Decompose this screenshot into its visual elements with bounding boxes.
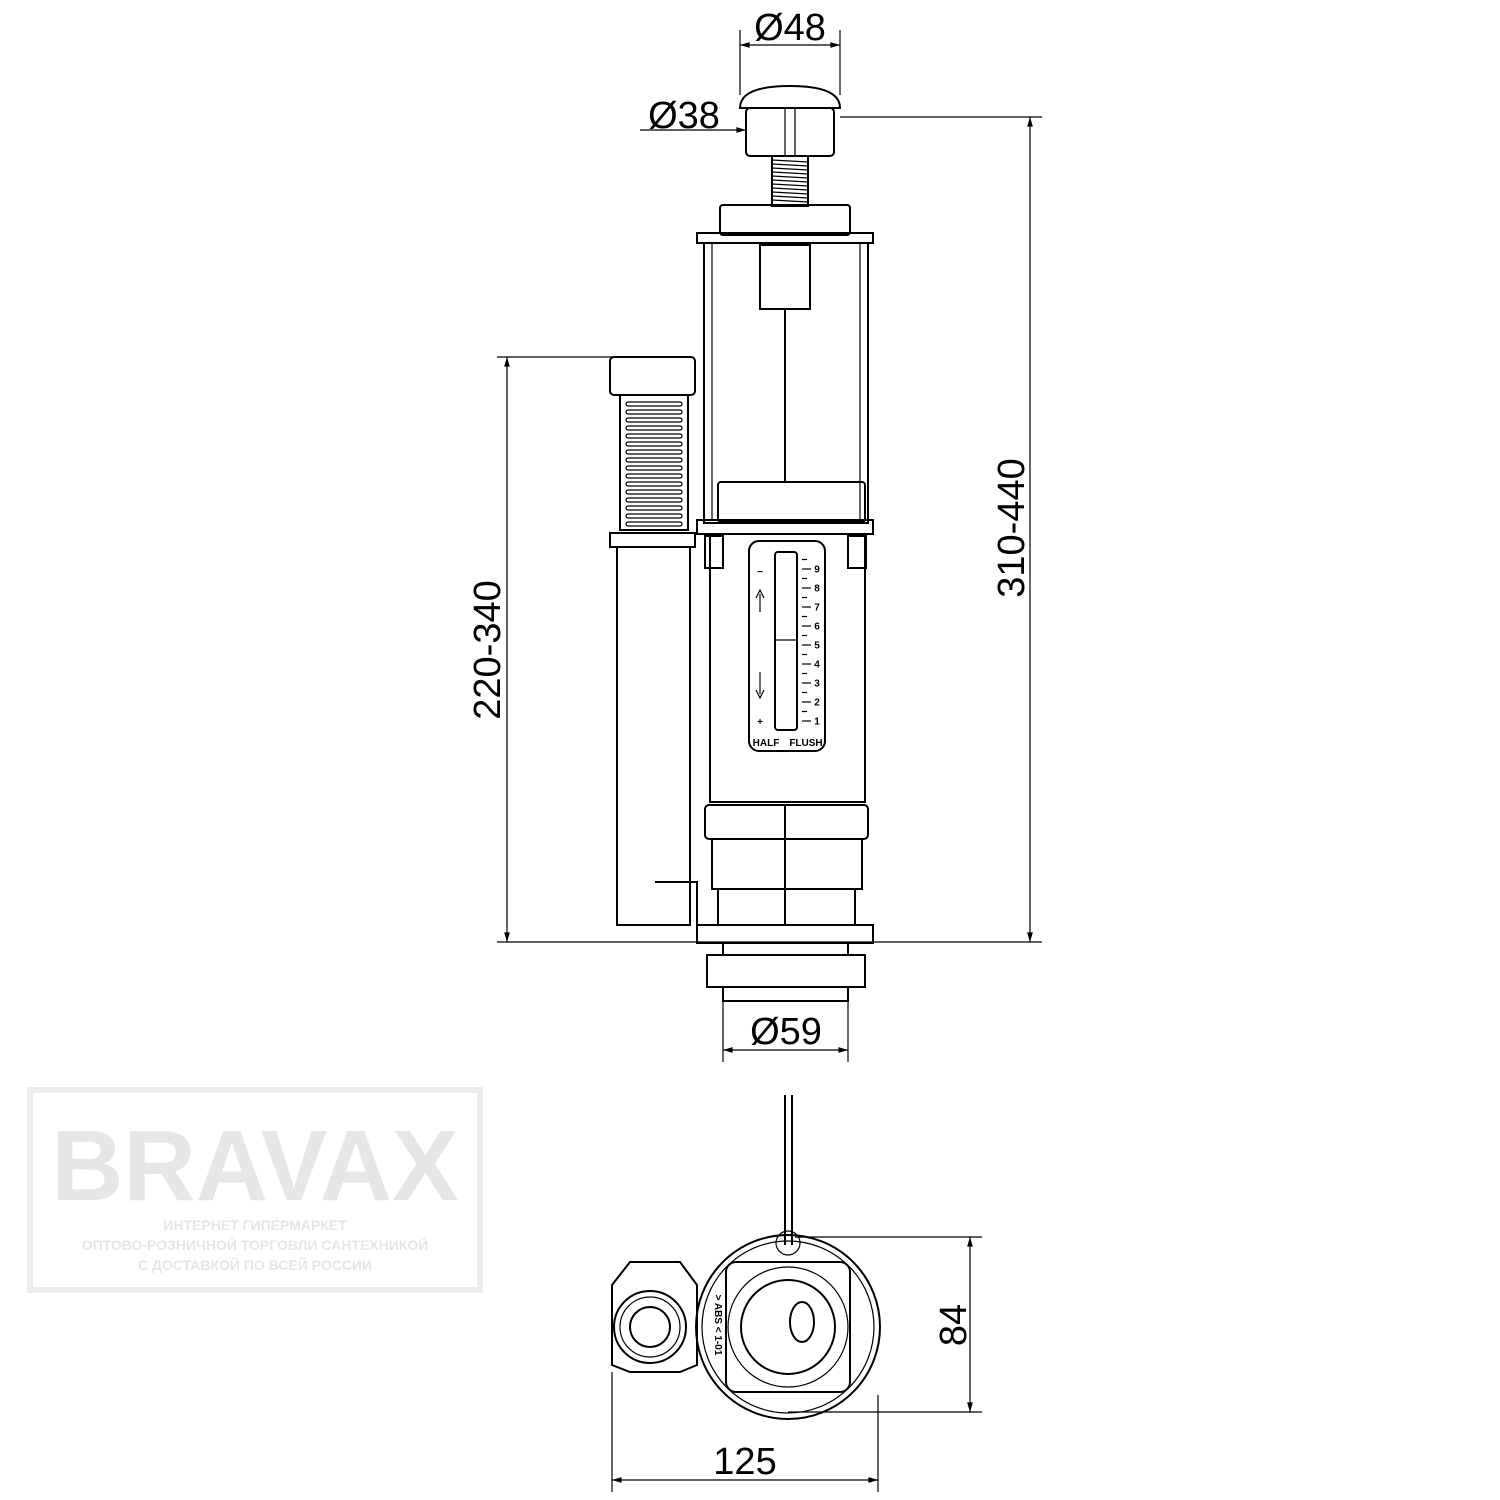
push-button — [738, 84, 842, 207]
dim-width: 125 — [713, 1441, 776, 1483]
scale-number: 3 — [814, 679, 820, 690]
flush-valve-front-view: − + 1 2 3 4 5 6 7 8 9 HALF FLUSH — [609, 84, 874, 1002]
scale-number: 8 — [814, 584, 820, 595]
scale-number: 6 — [814, 622, 820, 633]
thread-line — [771, 163, 809, 167]
spring-coil — [625, 497, 683, 503]
spring-coil — [625, 457, 683, 463]
spring-coil — [625, 425, 683, 431]
dim-button-inner: Ø38 — [648, 95, 720, 137]
half-label: HALF — [753, 738, 780, 749]
watermark-brand: BRAVAX — [51, 1110, 458, 1222]
thread-line — [771, 175, 809, 179]
scale-number: 9 — [814, 565, 820, 576]
flush-valve-bottom-view: > ABS < 1-01 — [611, 1095, 881, 1420]
spring-coil — [625, 465, 683, 471]
thread-line — [771, 195, 809, 199]
scale-number: 2 — [814, 698, 820, 709]
watermark: BRAVAX ИНТЕРНЕТ ГИПЕРМАРКЕТ ОПТОВО-РОЗНИ… — [27, 1087, 483, 1293]
dim-button-outer: Ø48 — [754, 7, 826, 49]
dimension-lines: Ø48 Ø38 310-440 220-340 Ø59 — [467, 7, 1042, 1062]
spring-coil — [625, 513, 683, 519]
scale-number: 7 — [814, 603, 820, 614]
scale-number: 5 — [814, 641, 820, 652]
dim-overflow-height: 220-340 — [467, 580, 509, 719]
thread-line — [771, 167, 809, 171]
scale-plus: + — [757, 717, 763, 728]
flush-scale: − + 1 2 3 4 5 6 7 8 9 HALF FLUSH — [748, 540, 826, 752]
scale-number: 4 — [814, 660, 820, 671]
spring-coil — [625, 481, 683, 487]
thread-line — [771, 171, 809, 175]
scale-minus: − — [757, 567, 763, 578]
spring-coil — [625, 441, 683, 447]
dim-outlet: Ø59 — [750, 1011, 822, 1053]
overflow-pipe — [609, 356, 698, 926]
spring-coil — [625, 489, 683, 495]
thread-line — [771, 187, 809, 191]
thread-line — [771, 199, 809, 203]
dim-depth: 84 — [933, 1304, 975, 1346]
watermark-line: ИНТЕРНЕТ ГИПЕРМАРКЕТ — [163, 1217, 347, 1233]
spring-coil — [625, 409, 683, 415]
watermark-line: ОПТОВО-РОЗНИЧНОЙ ТОРГОВЛИ САНТЕХНИКОЙ — [82, 1236, 429, 1253]
spring-coil — [625, 401, 683, 407]
material-marking: > ABS < 1-01 — [712, 1295, 723, 1356]
flush-label: FLUSH — [789, 738, 822, 749]
dim-total-height: 310-440 — [991, 458, 1033, 597]
spring-coil — [625, 449, 683, 455]
spring-coil — [625, 473, 683, 479]
watermark-line: С ДОСТАВКОЙ ПО ВСЕЙ РОССИИ — [138, 1256, 372, 1273]
spring-coil — [625, 505, 683, 511]
thread-line — [771, 191, 809, 195]
spring-coil — [625, 417, 683, 423]
spring-coil — [625, 433, 683, 439]
thread-line — [771, 179, 809, 183]
thread-line — [771, 159, 809, 163]
thread-line — [771, 183, 809, 187]
bottom-dimension-lines: 84 125 — [611, 1236, 982, 1492]
scale-number: 1 — [814, 717, 820, 728]
spring-coil — [625, 521, 683, 527]
